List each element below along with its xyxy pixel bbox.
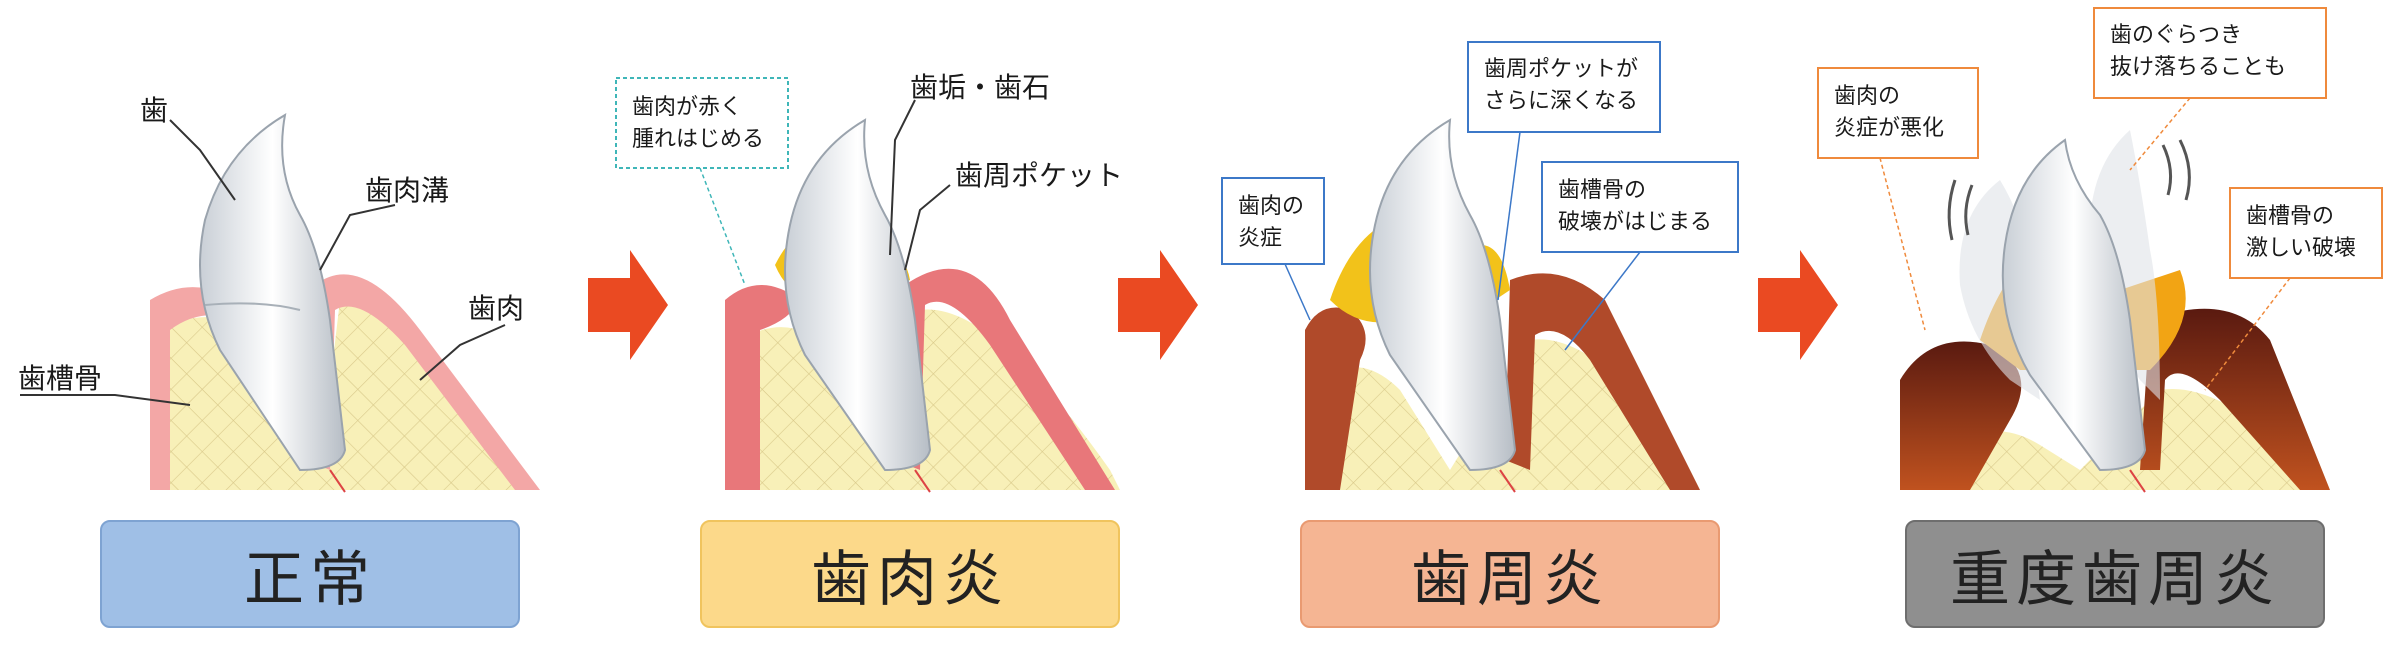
stage-label-periodontitis: 歯周炎 bbox=[1300, 520, 1720, 628]
callout-bone-destruction-leader bbox=[1564, 251, 1641, 351]
callout-pocket-deeper-leader bbox=[1497, 131, 1521, 301]
callout-pocket-deeper-text: 歯周ポケットが さらに深くなる bbox=[1484, 57, 1645, 114]
callout-gum-worse-line-2: 炎症が悪化 bbox=[1834, 116, 1944, 141]
tooth-cej-line bbox=[204, 302, 301, 311]
callout-inflammation-box bbox=[1221, 177, 1325, 265]
progression-arrow-1 bbox=[588, 250, 668, 360]
callout-loose-tooth-leader bbox=[2129, 97, 2191, 171]
label-tooth: 歯 bbox=[140, 94, 168, 127]
callout-bone-destruction-line-1: 歯槽骨の bbox=[1558, 178, 1646, 203]
bone bbox=[740, 309, 1120, 490]
motion-lines-left bbox=[1947, 179, 1974, 241]
gum-right bbox=[305, 274, 540, 490]
callout-gum-worse-box bbox=[1817, 67, 1979, 159]
callout-bone-severe-leader bbox=[2204, 277, 2291, 391]
callout-bone-severe-box bbox=[2229, 187, 2383, 279]
tooth bbox=[2001, 138, 2147, 472]
stage-normal-illustration bbox=[150, 113, 540, 493]
nerve-line bbox=[2129, 469, 2146, 493]
stage-gingivitis-illustration bbox=[725, 118, 1120, 493]
callout-bone-destruction-box bbox=[1541, 161, 1739, 253]
gum-right-inflamed bbox=[1505, 273, 1700, 490]
label-bone: 歯槽骨 bbox=[18, 362, 102, 395]
stage-severe-illustration bbox=[1900, 130, 2330, 493]
callout-pocket-deeper-line-2: さらに深くなる bbox=[1484, 89, 1638, 114]
stage-gingivitis-leaders bbox=[889, 99, 951, 271]
progression-arrow-2 bbox=[1118, 250, 1198, 360]
callout-bone-severe-line-1: 歯槽骨の bbox=[2246, 204, 2334, 229]
tooth bbox=[784, 118, 932, 472]
motion-lines-right bbox=[2161, 139, 2191, 201]
gum-left-dark bbox=[1900, 341, 2022, 490]
callout-red-gum-box bbox=[615, 77, 789, 169]
stage-label-severe-periodontitis: 重度歯周炎 bbox=[1905, 520, 2325, 628]
callout-pocket-deeper-line-1: 歯周ポケットが bbox=[1484, 57, 1638, 82]
label-plaque: 歯垢・歯石 bbox=[910, 71, 1050, 104]
tooth bbox=[1369, 118, 1517, 472]
label-sulcus: 歯肉溝 bbox=[365, 174, 449, 207]
callout-red-gum-leader bbox=[699, 167, 746, 286]
callout-loose-tooth-line-2: 抜け落ちることも bbox=[2110, 55, 2286, 80]
callout-red-gum-line-2: 腫れはじめる bbox=[632, 127, 764, 152]
callout-red-gum-text: 歯肉が赤く 腫れはじめる bbox=[632, 95, 764, 152]
nerve-line bbox=[329, 469, 346, 493]
callout-pocket-deeper-box bbox=[1467, 41, 1661, 133]
callout-gum-worse-leader bbox=[1879, 157, 1926, 331]
callout-bone-destruction-text: 歯槽骨の 破壊がはじまる bbox=[1558, 178, 1712, 235]
callout-bone-destruction-line-2: 破壊がはじまる bbox=[1558, 210, 1712, 235]
stage-label-gingivitis: 歯肉炎 bbox=[700, 520, 1120, 628]
label-gum: 歯肉 bbox=[468, 292, 524, 325]
stage-label-gingivitis-text: 歯肉炎 bbox=[811, 544, 1009, 615]
tooth bbox=[199, 113, 347, 472]
callout-inflammation-line-2: 炎症 bbox=[1238, 226, 1282, 251]
callout-gum-worse-text: 歯肉の 炎症が悪化 bbox=[1834, 84, 1944, 141]
callout-bone-severe-text: 歯槽骨の 激しい破壊 bbox=[2246, 204, 2356, 261]
callout-inflammation-text: 歯肉の 炎症 bbox=[1238, 194, 1311, 251]
callout-loose-tooth-text: 歯のぐらつき 抜け落ちることも bbox=[2110, 23, 2286, 80]
stage-label-severe-periodontitis-text: 重度歯周炎 bbox=[1950, 544, 2280, 615]
nerve-line bbox=[1499, 469, 1516, 493]
stage-label-periodontitis-text: 歯周炎 bbox=[1411, 544, 1609, 615]
progression-arrow-3 bbox=[1758, 250, 1838, 360]
callout-gum-worse-line-1: 歯肉の bbox=[1834, 84, 1900, 109]
callout-red-gum-line-1: 歯肉が赤く bbox=[632, 95, 742, 120]
gum bbox=[150, 287, 260, 490]
label-pocket: 歯周ポケット bbox=[955, 159, 1123, 192]
gum-right-dark bbox=[2140, 308, 2330, 490]
callout-inflammation-leader bbox=[1284, 263, 1311, 321]
callout-inflammation-line-1: 歯肉の bbox=[1238, 194, 1304, 219]
callout-bone-severe-line-2: 激しい破壊 bbox=[2246, 236, 2356, 261]
stage-periodontitis-illustration bbox=[1305, 118, 1700, 493]
callout-loose-tooth-line-1: 歯のぐらつき bbox=[2110, 23, 2242, 48]
nerve-line bbox=[914, 469, 931, 493]
callout-loose-tooth-box bbox=[2093, 7, 2327, 99]
gum-right-swollen bbox=[895, 268, 1115, 490]
gum-left-inflamed bbox=[1305, 307, 1366, 490]
stage-normal-leaders bbox=[20, 119, 506, 406]
stage-label-normal: 正常 bbox=[100, 520, 520, 628]
tooth-ghost-right bbox=[2089, 130, 2160, 400]
stage-label-normal-text: 正常 bbox=[244, 544, 376, 615]
gum-left-swollen bbox=[725, 285, 800, 490]
